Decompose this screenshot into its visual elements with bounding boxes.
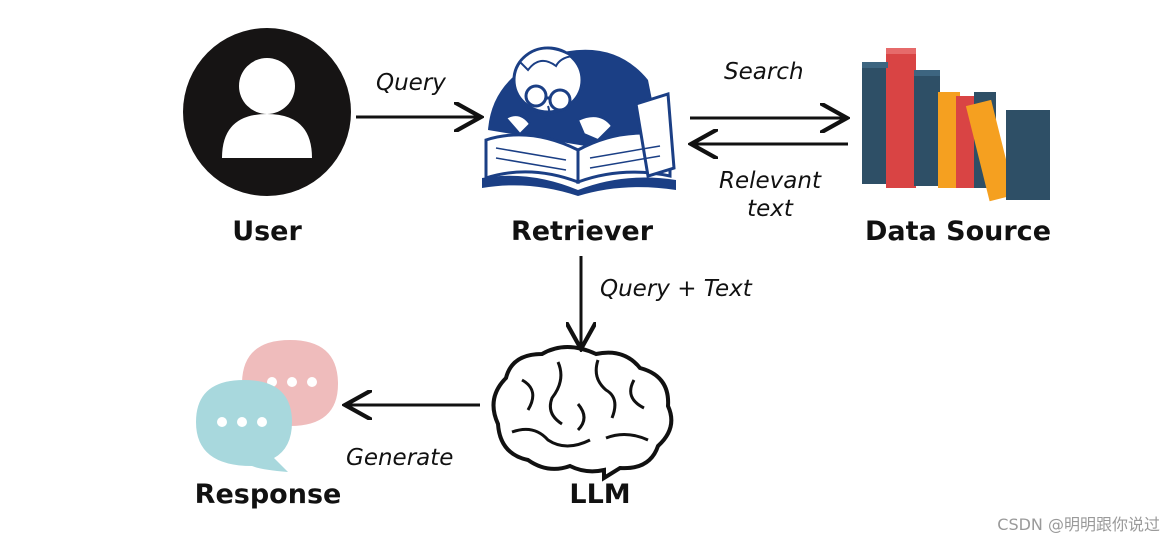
response-label: Response (194, 479, 342, 510)
brain-icon (491, 345, 674, 482)
llm-label: LLM (569, 479, 631, 510)
chat-bubbles-icon (196, 340, 338, 472)
reading-person-icon (482, 46, 676, 196)
edge-label-relevant-text: Relevant text (719, 168, 821, 222)
retriever-label: Retriever (510, 216, 654, 247)
edge-label-query: Query (376, 70, 446, 96)
user-avatar-icon (183, 28, 351, 196)
edge-label-search: Search (724, 59, 804, 85)
data-source-label: Data Source (864, 216, 1052, 247)
books-icon (862, 48, 1050, 202)
user-label: User (232, 216, 302, 247)
edge-label-query-text: Query + Text (600, 276, 752, 302)
watermark: CSDN @明明跟你说过 (997, 515, 1160, 534)
edge-label-generate: Generate (346, 445, 454, 471)
